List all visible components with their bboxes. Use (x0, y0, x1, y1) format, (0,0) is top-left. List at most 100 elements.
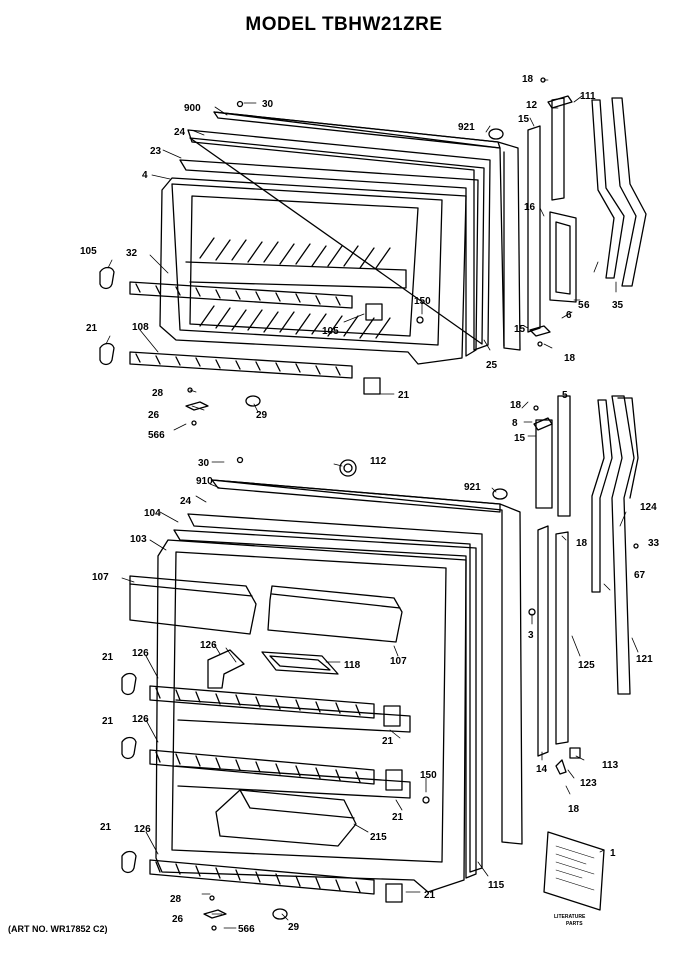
literature-label: LITERATURE (554, 914, 586, 920)
callout-21-l1: 21 (102, 652, 114, 663)
callout-15-mid: 15 (514, 324, 526, 335)
callout-113: 113 (602, 760, 619, 771)
callout-921-lower: 921 (464, 482, 481, 493)
callout-24-lower: 24 (180, 496, 192, 507)
callout-26-lower: 26 (172, 914, 184, 925)
callout-900: 900 (184, 103, 201, 114)
callout-4: 4 (142, 170, 148, 181)
freezer-door-assembly (99, 77, 647, 431)
callout-29: 29 (256, 410, 268, 421)
callout-1: 1 (610, 848, 616, 859)
callout-108: 108 (132, 322, 149, 333)
hinge-strip-14 (537, 525, 549, 757)
clip-105-left (99, 266, 115, 290)
bracket-21 (363, 377, 381, 395)
callout-126-b: 126 (132, 714, 149, 725)
callout-18-mid: 18 (564, 353, 576, 364)
callout-30: 30 (262, 99, 274, 110)
door-shelf-bar-2 (149, 749, 375, 785)
handle-35 (611, 97, 647, 287)
callout-18-r2: 18 (576, 538, 588, 549)
callout-18-low: 18 (568, 804, 580, 815)
freezer-shelf-bar-upper (129, 281, 353, 309)
callout-21-mid: 21 (382, 736, 394, 747)
handle-6 (591, 99, 625, 279)
callout-105-mid: 105 (322, 326, 339, 337)
callout-126-bracket: 126 (200, 640, 217, 651)
callout-21-right: 21 (398, 390, 410, 401)
freezer-shelf-bar-lower (129, 351, 353, 379)
callout-28-lower: 28 (170, 894, 182, 905)
callout-5: 5 (578, 300, 584, 311)
callout-150: 150 (414, 296, 431, 307)
callout-104: 104 (144, 508, 161, 519)
callout-12: 12 (526, 100, 538, 111)
door-bin-215 (215, 789, 357, 847)
callout-26: 26 (148, 410, 160, 421)
callout-566-lower: 566 (238, 924, 255, 935)
callout-124: 124 (640, 502, 657, 513)
door-shelf-bar-3 (149, 859, 375, 895)
callout-215: 215 (370, 832, 387, 843)
callout-150-lower: 150 (420, 770, 437, 781)
callout-23: 23 (150, 146, 162, 157)
hinge-strip-125 (555, 531, 569, 745)
callout-123: 123 (580, 778, 597, 789)
callout-15: 15 (518, 114, 530, 125)
callout-24: 24 (174, 127, 186, 138)
callout-112: 112 (370, 456, 387, 467)
callout-21-l3: 21 (100, 822, 112, 833)
freezer-gasket (187, 129, 491, 351)
clip-21-lower-1 (121, 672, 137, 696)
callout-105: 105 (80, 246, 97, 257)
callout-103: 103 (130, 534, 147, 545)
callout-125: 125 (578, 660, 595, 671)
callout-115: 115 (488, 880, 505, 891)
page-title: MODEL TBHW21ZRE (245, 14, 443, 35)
callout-35: 35 (612, 300, 624, 311)
fresh-food-gasket (187, 513, 483, 873)
literature-label-parts: PARTS (566, 921, 583, 927)
callout-21-low: 21 (392, 812, 404, 823)
callout-121: 121 (636, 654, 653, 665)
clip-21-lower-3 (121, 850, 137, 874)
callout-5-right: 5 (562, 390, 568, 401)
callout-labels: 18 111 12 900 30 921 15 24 23 4 16 105 3… (80, 74, 660, 935)
callout-107-mid: 107 (390, 656, 407, 667)
dairy-door-left (129, 575, 257, 635)
clip-21-left (99, 342, 115, 366)
callout-32: 32 (126, 248, 138, 259)
door-shelf-bar-1 (149, 685, 375, 719)
literature-parts-booklet (543, 831, 605, 911)
callout-30-lower: 30 (198, 458, 210, 469)
art-number: (ART NO. WR17852 C2) (8, 924, 108, 934)
clip-21-lower-2 (121, 736, 137, 760)
callout-14: 14 (536, 764, 548, 775)
callout-15-right: 15 (514, 433, 526, 444)
callout-18-right: 18 (510, 400, 522, 411)
bracket-105 (365, 303, 383, 321)
callout-126-a: 126 (132, 648, 149, 659)
callout-118: 118 (344, 660, 361, 671)
freezer-door-liner (159, 177, 467, 365)
callout-3: 3 (528, 630, 534, 641)
callout-107: 107 (92, 572, 109, 583)
callout-6-b: 6 (566, 310, 572, 321)
callout-67: 67 (634, 570, 646, 581)
callout-566: 566 (148, 430, 165, 441)
callout-21: 21 (86, 323, 98, 334)
callout-21-bottom: 21 (424, 890, 436, 901)
callout-126-c: 126 (134, 824, 151, 835)
callout-921: 921 (458, 122, 475, 133)
callout-6: 6 (584, 300, 590, 311)
hinge-strip-15 (527, 125, 541, 333)
callout-16: 16 (524, 202, 536, 213)
callout-33: 33 (648, 538, 660, 549)
fresh-food-door-assembly (121, 395, 639, 931)
callout-21-l2: 21 (102, 716, 114, 727)
callout-25: 25 (486, 360, 498, 371)
callout-28: 28 (152, 388, 164, 399)
callout-111: 111 (580, 91, 596, 102)
fresh-food-door-liner (155, 539, 467, 893)
callout-29-lower: 29 (288, 922, 300, 933)
